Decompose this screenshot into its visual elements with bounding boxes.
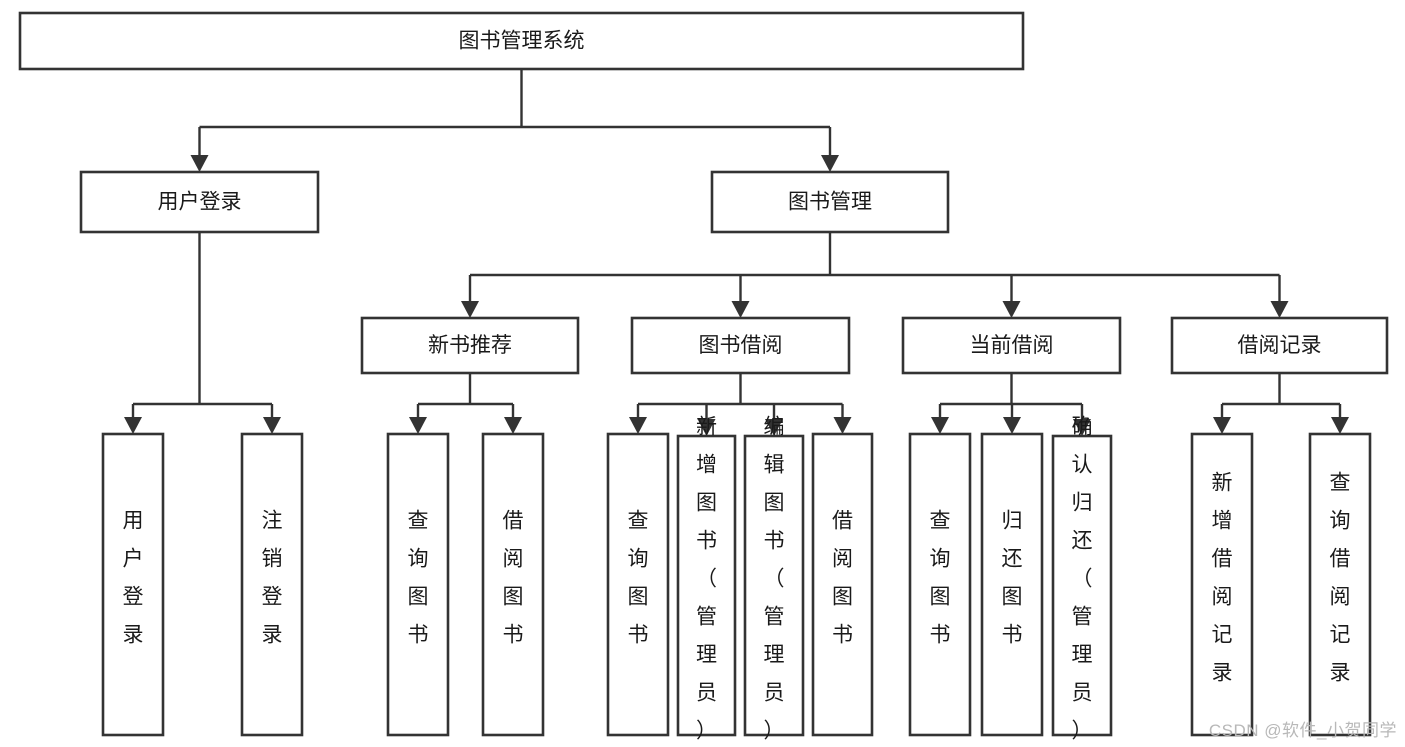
node-box[interactable] — [1051, 434, 1113, 737]
node-label: 确认归还（管理员） — [1072, 416, 1093, 743]
node-label: 新书推荐 — [428, 334, 512, 357]
node-box[interactable] — [676, 434, 737, 737]
arrow-head-icon — [124, 417, 142, 434]
arrow-head-icon — [1073, 419, 1091, 436]
leaf-node[interactable]: 注销登录 — [240, 432, 304, 737]
node-layer: 图书管理系统用户登录图书管理新书推荐图书借阅当前借阅借阅记录用户登录注销登录查询… — [18, 11, 1389, 743]
node-label: 查询借阅记录 — [1330, 472, 1351, 685]
leaf-node[interactable]: 归还图书 — [980, 432, 1044, 737]
node-label: 归还图书 — [1002, 510, 1023, 647]
level3-node[interactable]: 当前借阅 — [901, 316, 1122, 375]
leaf-node[interactable]: 查询图书 — [386, 432, 450, 737]
node-box[interactable] — [811, 432, 874, 737]
connector-group — [409, 373, 522, 434]
arrow-head-icon — [461, 301, 479, 318]
connector-group — [190, 69, 839, 172]
leaf-node[interactable]: 用户登录 — [101, 432, 165, 737]
root-node[interactable]: 图书管理系统 — [18, 11, 1025, 71]
arrow-head-icon — [263, 417, 281, 434]
leaf-node[interactable]: 查询借阅记录 — [1308, 432, 1372, 737]
node-label: 查询图书 — [408, 510, 429, 647]
connector-group — [1213, 373, 1349, 434]
node-box[interactable] — [710, 170, 950, 234]
node-box[interactable] — [743, 434, 805, 737]
arrow-head-icon — [1331, 417, 1349, 434]
leaf-node[interactable]: 借阅图书 — [811, 432, 874, 737]
arrow-head-icon — [931, 417, 949, 434]
node-label: 用户登录 — [158, 191, 242, 214]
node-label: 图书管理 — [788, 191, 872, 214]
connector-layer — [124, 69, 1349, 436]
level2-node[interactable]: 图书管理 — [710, 170, 950, 234]
node-label: 借阅记录 — [1238, 334, 1322, 357]
arrow-head-icon — [765, 419, 783, 436]
node-label: 查询图书 — [930, 510, 951, 647]
arrow-head-icon — [1003, 417, 1021, 434]
node-box[interactable] — [1190, 432, 1254, 737]
node-label: 借阅图书 — [503, 510, 524, 647]
leaf-node[interactable]: 查询图书 — [908, 432, 972, 737]
node-label: 查询图书 — [628, 510, 649, 647]
arrow-head-icon — [504, 417, 522, 434]
leaf-node[interactable]: 编辑图书（管理员） — [743, 416, 805, 743]
node-box[interactable] — [240, 432, 304, 737]
arrow-head-icon — [629, 417, 647, 434]
node-label: 当前借阅 — [970, 334, 1054, 357]
node-label: 图书管理系统 — [459, 30, 585, 53]
connector-group — [931, 373, 1091, 436]
level2-node[interactable]: 用户登录 — [79, 170, 320, 234]
node-box[interactable] — [630, 316, 851, 375]
level3-node[interactable]: 新书推荐 — [360, 316, 580, 375]
connector-group — [461, 232, 1289, 318]
leaf-node[interactable]: 确认归还（管理员） — [1051, 416, 1113, 743]
leaf-node[interactable]: 新增借阅记录 — [1190, 432, 1254, 737]
node-box[interactable] — [901, 316, 1122, 375]
node-box[interactable] — [1308, 432, 1372, 737]
node-label: 借阅图书 — [832, 510, 853, 647]
connector-group — [629, 373, 852, 436]
arrow-head-icon — [833, 417, 852, 434]
connector-group — [124, 232, 281, 434]
node-label: 新增借阅记录 — [1212, 472, 1233, 685]
leaf-node[interactable]: 借阅图书 — [481, 432, 545, 737]
arrow-head-icon — [190, 155, 209, 172]
node-label: 新增图书（管理员） — [696, 416, 717, 743]
arrow-head-icon — [1002, 301, 1021, 318]
arrow-head-icon — [697, 419, 716, 436]
node-box[interactable] — [360, 316, 580, 375]
node-label: 编辑图书（管理员） — [764, 416, 785, 743]
node-box[interactable] — [908, 432, 972, 737]
node-box[interactable] — [101, 432, 165, 737]
node-box[interactable] — [481, 432, 545, 737]
arrow-head-icon — [1213, 417, 1231, 434]
node-label: 图书借阅 — [699, 334, 783, 357]
leaf-node[interactable]: 新增图书（管理员） — [676, 416, 737, 743]
leaf-node[interactable]: 查询图书 — [606, 432, 670, 737]
node-box[interactable] — [606, 432, 670, 737]
arrow-head-icon — [821, 155, 839, 172]
arrow-head-icon — [1270, 301, 1289, 318]
level3-node[interactable]: 借阅记录 — [1170, 316, 1389, 375]
node-box[interactable] — [79, 170, 320, 234]
node-label: 注销登录 — [262, 510, 283, 647]
node-box[interactable] — [1170, 316, 1389, 375]
arrow-head-icon — [409, 417, 427, 434]
level3-node[interactable]: 图书借阅 — [630, 316, 851, 375]
node-box[interactable] — [386, 432, 450, 737]
node-box[interactable] — [18, 11, 1025, 71]
node-label: 用户登录 — [123, 510, 144, 647]
node-box[interactable] — [980, 432, 1044, 737]
arrow-head-icon — [731, 301, 750, 318]
